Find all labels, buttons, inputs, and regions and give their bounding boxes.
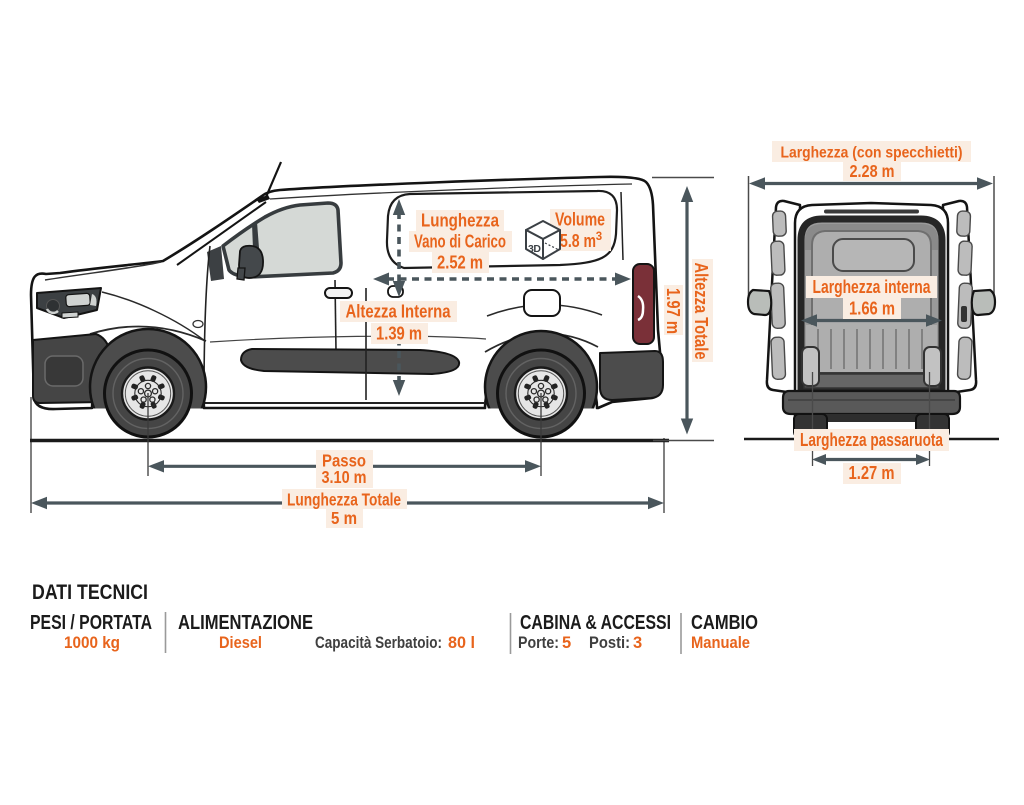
- svg-text:3: 3: [596, 231, 602, 243]
- svg-text:1.66 m: 1.66 m: [849, 299, 895, 319]
- svg-text:Passo: Passo: [322, 451, 366, 471]
- svg-text:Diesel: Diesel: [219, 634, 262, 652]
- svg-text:PESI / PORTATA: PESI / PORTATA: [30, 612, 152, 634]
- svg-text:Altezza Totale: Altezza Totale: [691, 263, 712, 360]
- svg-text:Larghezza interna: Larghezza interna: [813, 277, 932, 297]
- svg-text:2.52 m: 2.52 m: [437, 252, 483, 273]
- svg-text:3.10 m: 3.10 m: [322, 467, 367, 487]
- svg-text:Larghezza (con specchietti): Larghezza (con specchietti): [781, 145, 963, 162]
- svg-text:ALIMENTAZIONE: ALIMENTAZIONE: [178, 612, 313, 634]
- svg-text:5.8 m: 5.8 m: [560, 230, 596, 251]
- svg-text:Vano di Carico: Vano di Carico: [414, 231, 506, 252]
- svg-text:Volume: Volume: [555, 209, 605, 230]
- svg-text:Lunghezza: Lunghezza: [421, 210, 500, 231]
- svg-text:1.27 m: 1.27 m: [849, 463, 895, 483]
- svg-text:Posti:: Posti:: [589, 634, 630, 652]
- svg-text:CABINA & ACCESSI: CABINA & ACCESSI: [520, 612, 671, 634]
- svg-text:2.28 m: 2.28 m: [850, 161, 895, 181]
- svg-text:80 l: 80 l: [448, 634, 475, 652]
- svg-text:3: 3: [633, 634, 642, 652]
- svg-text:Lunghezza Totale: Lunghezza Totale: [287, 490, 401, 510]
- svg-text:Capacità Serbatoio:: Capacità Serbatoio:: [315, 634, 442, 652]
- svg-text:3D: 3D: [528, 243, 541, 255]
- svg-text:5 m: 5 m: [331, 508, 357, 528]
- svg-text:Altezza Interna: Altezza Interna: [346, 301, 452, 322]
- svg-text:5: 5: [562, 634, 571, 652]
- svg-text:1.97 m: 1.97 m: [663, 288, 683, 334]
- svg-text:CAMBIO: CAMBIO: [691, 612, 758, 634]
- svg-text:1.39 m: 1.39 m: [376, 323, 422, 344]
- svg-text:Larghezza passaruota: Larghezza passaruota: [800, 430, 944, 450]
- svg-text:DATI TECNICI: DATI TECNICI: [32, 581, 148, 604]
- svg-text:1000 kg: 1000 kg: [64, 634, 120, 652]
- svg-text:Porte:: Porte:: [518, 634, 559, 652]
- svg-text:Manuale: Manuale: [691, 634, 750, 652]
